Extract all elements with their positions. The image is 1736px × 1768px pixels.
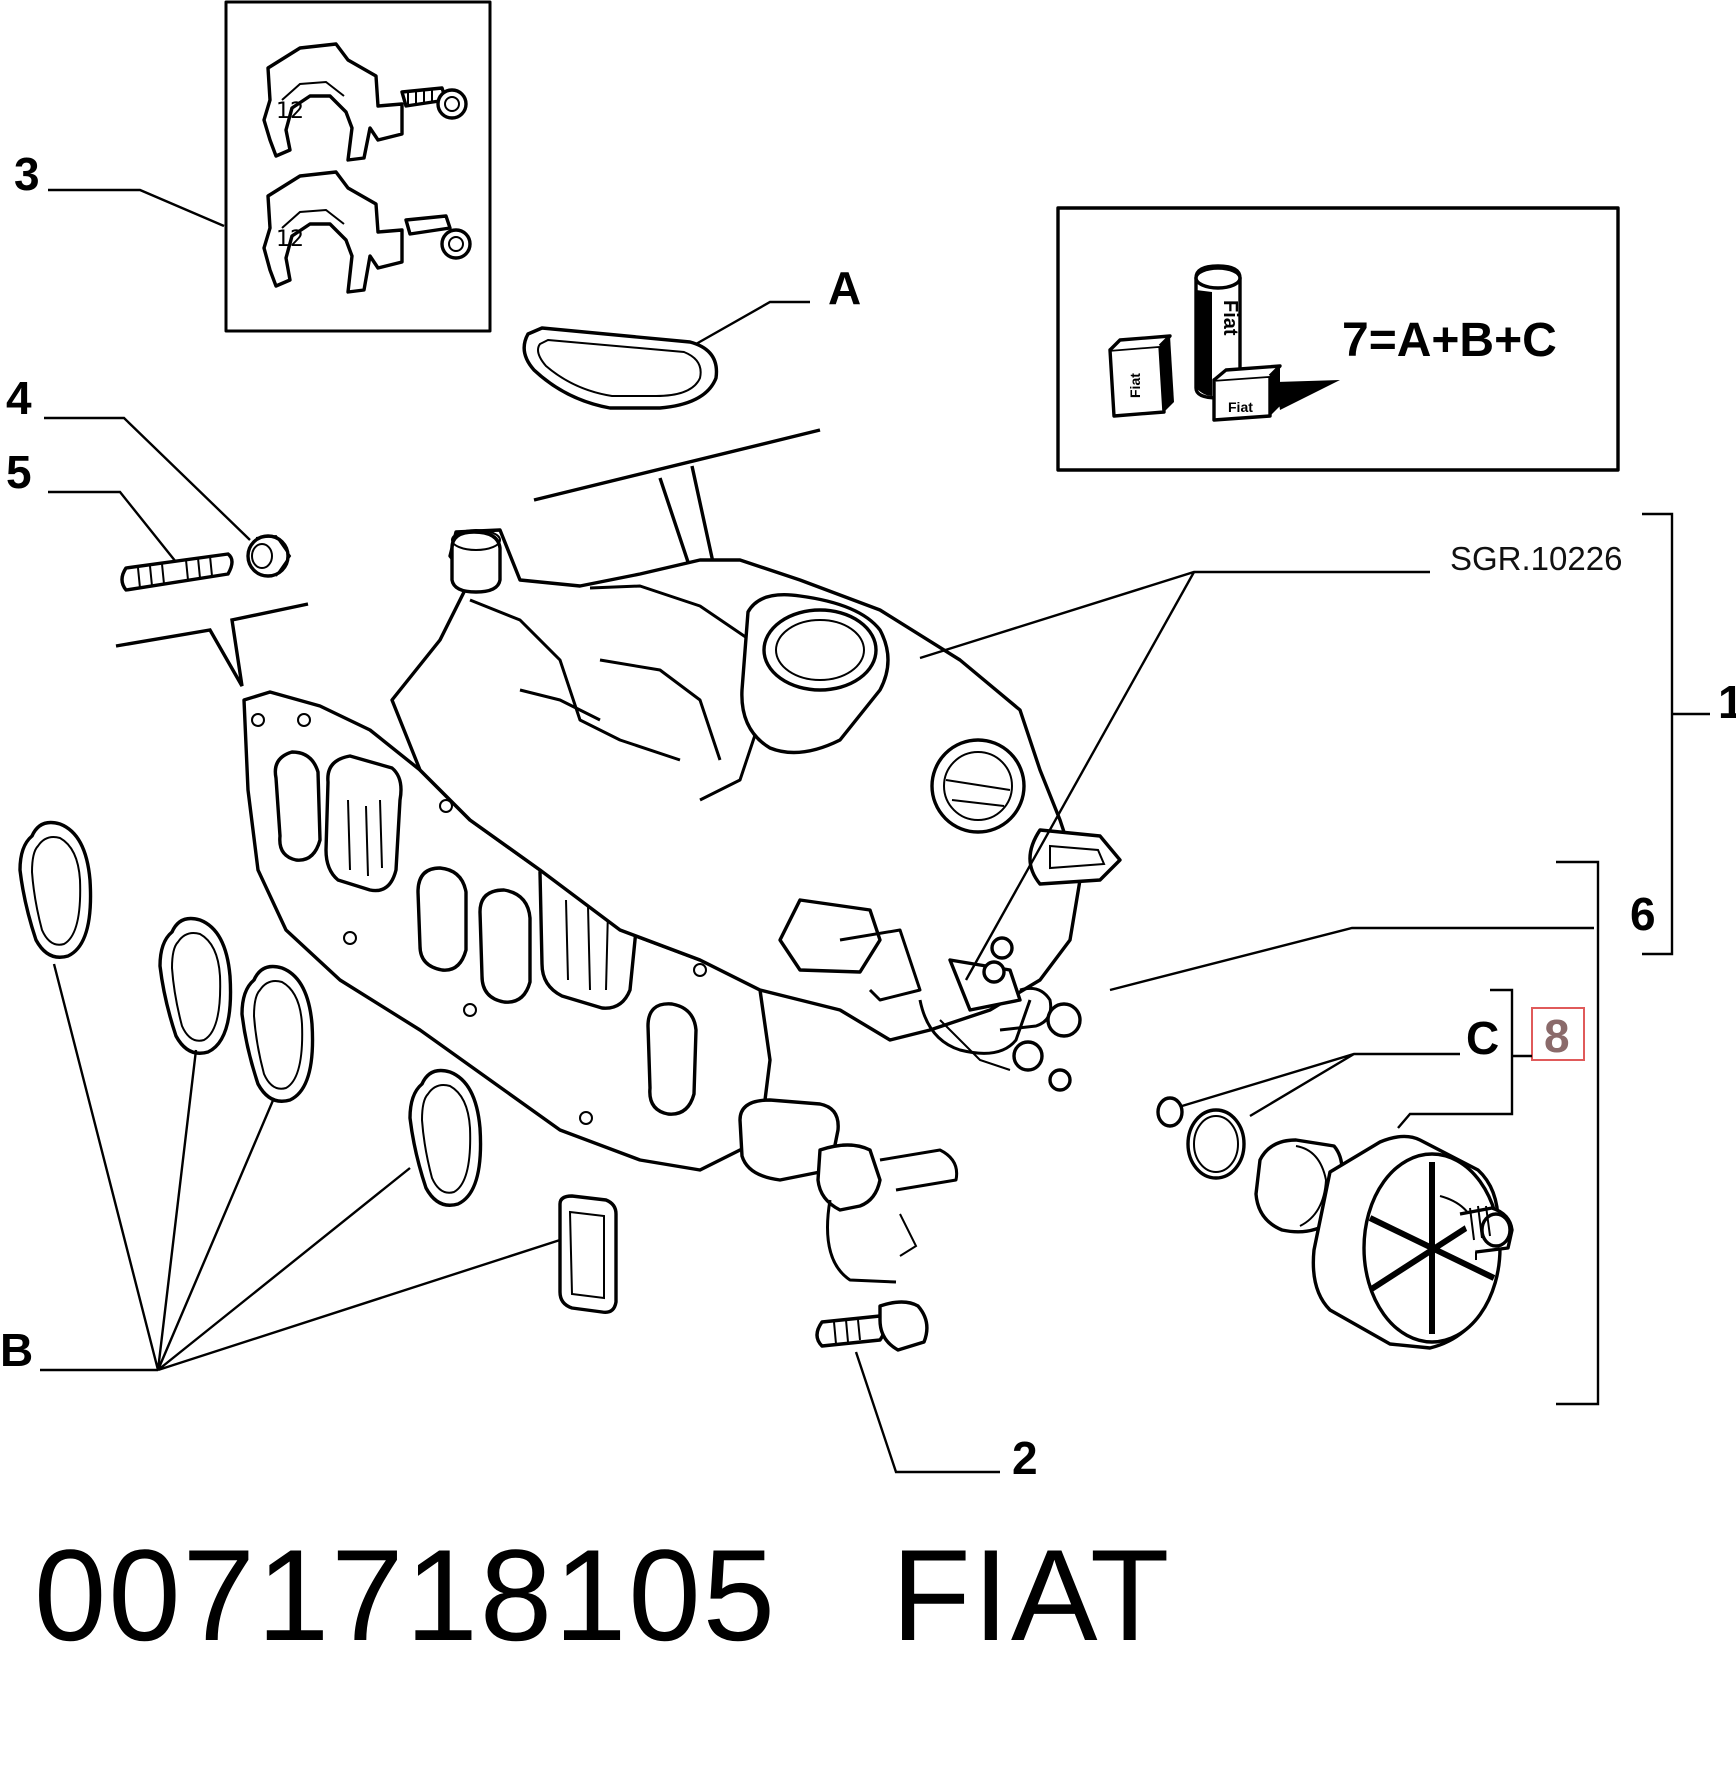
callout-3: 3	[14, 148, 40, 200]
callout-8-highlight: 8	[1512, 1007, 1585, 1062]
callout-4: 4	[6, 372, 32, 424]
runner-ports	[273, 750, 698, 1116]
flange-bolt-holes	[251, 713, 707, 1125]
leader-c	[1181, 1052, 1460, 1118]
valve-body	[1254, 1134, 1514, 1350]
reference-code: SGR.10226	[1450, 540, 1622, 577]
bracket-c	[1397, 988, 1514, 1129]
gasket-a	[522, 326, 719, 410]
callout-6: 6	[1630, 888, 1656, 940]
stud-5	[120, 552, 234, 592]
footer-part-info: 0071718105 FIAT	[34, 1530, 1171, 1660]
kit-formula: 7=A+B+C	[1342, 314, 1557, 367]
part-number: 0071718105	[34, 1522, 777, 1668]
leader-b-fan	[52, 963, 561, 1372]
leader-4	[44, 416, 251, 541]
screw-lower	[404, 214, 472, 260]
throttle-body	[740, 593, 890, 755]
leader-6	[1109, 926, 1594, 992]
gaskets-b	[18, 820, 618, 1314]
svg-text:12: 12	[276, 99, 304, 124]
intake-manifold	[242, 528, 1122, 1284]
pointer-45	[115, 602, 309, 687]
kit-box: Fiat Fiat Fiat 7=A+B+C	[1056, 206, 1620, 472]
leader-a	[695, 300, 810, 346]
callout-2: 2	[1012, 1432, 1038, 1484]
leader-2	[854, 1351, 1000, 1474]
brand-name: FIAT	[891, 1522, 1172, 1668]
solenoid-valve	[918, 999, 1032, 1071]
screw-2	[815, 1300, 929, 1352]
svg-text:12: 12	[276, 227, 304, 252]
round-cap	[930, 738, 1026, 834]
top-nozzle	[450, 529, 502, 594]
bracket-8	[1556, 860, 1600, 1406]
callout-1: 1	[1718, 676, 1736, 728]
kit-icon: Fiat Fiat Fiat	[1108, 264, 1340, 422]
svg-text:Fiat: Fiat	[1127, 373, 1143, 398]
detail-box-clips: 12 12	[224, 0, 492, 333]
svg-text:Fiat: Fiat	[1228, 399, 1253, 415]
callout-b: B	[0, 1324, 33, 1376]
callout-c: C	[1466, 1012, 1499, 1064]
callout-a: A	[828, 262, 861, 314]
svg-text:Fiat: Fiat	[1219, 300, 1241, 336]
side-pipe-fittings	[948, 936, 1082, 1092]
leader-sgr-1	[919, 570, 1430, 660]
clip-lower: 12	[262, 170, 404, 294]
pointer-a-base	[533, 428, 821, 502]
screw-upper	[400, 86, 468, 120]
lower-sensor	[738, 1098, 959, 1284]
o-rings-c	[1156, 1096, 1246, 1180]
vacuum-bracket	[1028, 828, 1122, 886]
leader-sgr-2	[964, 571, 1196, 981]
clip-upper: 12	[262, 42, 404, 162]
leader-5	[48, 490, 177, 563]
callout-8: 8	[1544, 1010, 1570, 1062]
washer-4	[246, 534, 292, 578]
leader-3	[48, 188, 225, 228]
bracket-1	[1642, 512, 1674, 956]
callout-5: 5	[6, 446, 32, 498]
